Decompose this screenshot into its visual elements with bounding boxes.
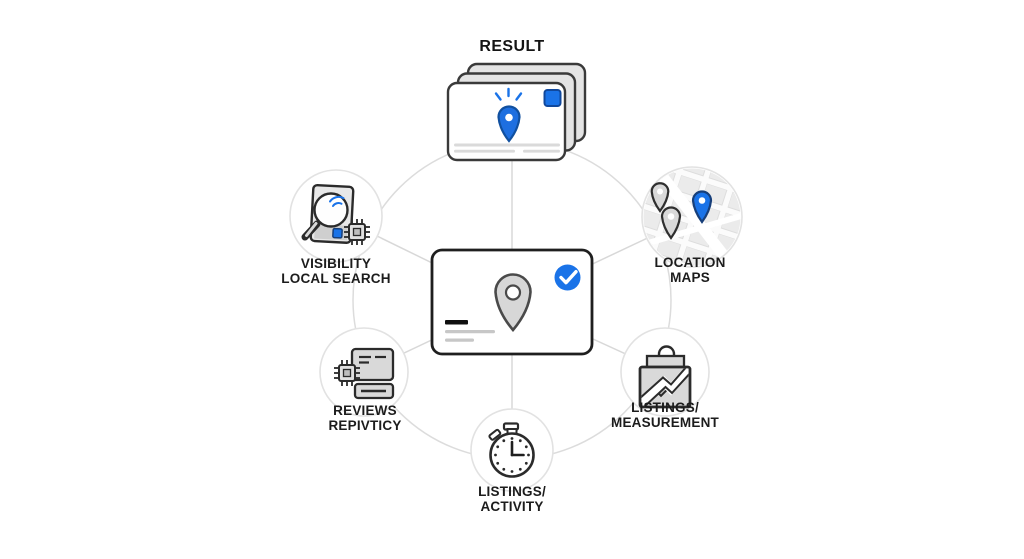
label-line: LOCATION (654, 255, 726, 270)
label-line: VISIBILITY (300, 256, 372, 271)
label-visibility-local-search: VISIBILITY LOCAL SEARCH (281, 256, 391, 286)
center-listing-card (430, 248, 594, 356)
chip-icon (334, 360, 360, 386)
label-line: ACTIVITY (480, 498, 544, 514)
label-location-maps: LOCATION MAPS (654, 255, 726, 285)
stacked-listing-cards-icon (446, 62, 587, 162)
chip-icon (344, 219, 370, 245)
search-magnifier-icon (301, 183, 370, 245)
blue-map-pin-icon (497, 105, 521, 143)
map-pins-icon (643, 168, 741, 266)
verified-check-icon (554, 264, 581, 291)
stopwatch-icon (488, 422, 535, 478)
chart-briefcase-icon (638, 345, 692, 409)
map-pin-icon (494, 273, 532, 333)
label-line: LOCAL SEARCH (281, 270, 391, 286)
review-cards-icon (334, 347, 395, 400)
label-line: LISTINGS/ (478, 484, 546, 499)
label-line: MEASUREMENT (611, 414, 719, 430)
label-line: LISTINGS/ (631, 400, 699, 415)
pin-rays (494, 87, 523, 101)
diagram-title: RESULT (479, 38, 545, 55)
label-line: REVIEWS (333, 403, 397, 418)
label-reviews: REVIEWS REPIVTICY (328, 403, 402, 433)
label-line: MAPS (670, 269, 710, 285)
label-listings-activity: LISTINGS/ ACTIVITY (478, 484, 546, 514)
label-listings-measurement: LISTINGS/ MEASUREMENT (611, 400, 719, 430)
blue-square-badge (543, 89, 562, 107)
label-line: REPIVTICY (328, 417, 402, 433)
